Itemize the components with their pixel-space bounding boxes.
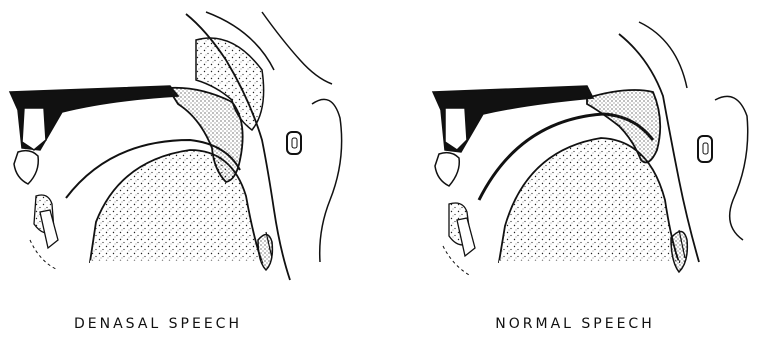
upper-lip bbox=[435, 153, 459, 186]
caption-denasal-speech: DENASAL SPEECH bbox=[0, 316, 386, 332]
vertebra bbox=[312, 99, 342, 262]
caption-normal-speech: NORMAL SPEECH bbox=[387, 316, 773, 332]
upper-incisor bbox=[445, 108, 467, 150]
denasal-speech-diagram bbox=[0, 0, 386, 300]
denasal-speech-figure: DENASAL SPEECH bbox=[0, 0, 386, 344]
normal-speech-diagram bbox=[387, 0, 773, 300]
epiglottis bbox=[671, 231, 687, 272]
normal-speech-figure: NORMAL SPEECH bbox=[387, 0, 773, 344]
vertebra bbox=[715, 96, 748, 240]
upper-incisor bbox=[22, 108, 46, 150]
upper-lip bbox=[14, 151, 38, 184]
